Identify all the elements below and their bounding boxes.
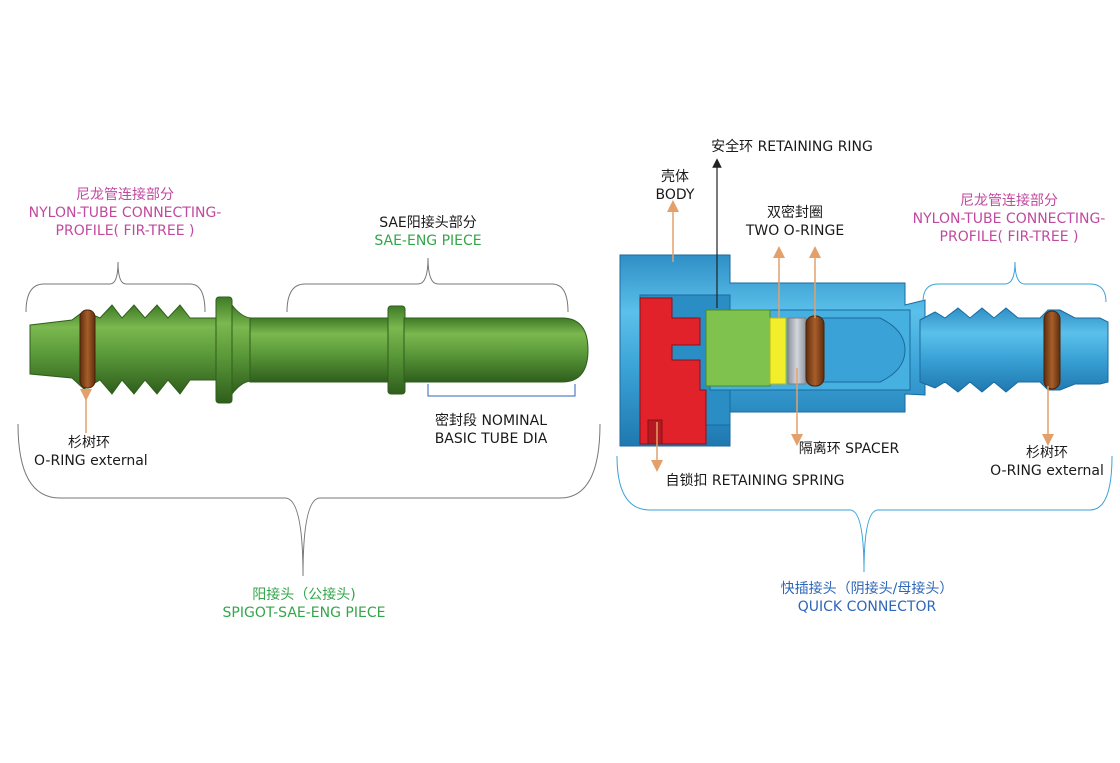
spigot-part (29, 296, 589, 404)
left-firtree-cn: 尼龙管连接部分 (76, 187, 174, 203)
quick-connector-en: QUICK CONNECTOR (797, 599, 937, 615)
right-oring-en: O-RING external (990, 463, 1104, 479)
right-brackets (616, 261, 1113, 573)
left-oring-cn: 杉树环 (68, 435, 110, 451)
retaining-spring-label: 自锁扣 RETAINING SPRING (665, 473, 845, 489)
quick-connector-cn: 快插接头（阴接头/母接头） (780, 581, 954, 597)
body-en: BODY (655, 187, 695, 203)
seal-label: 密封段 NOMINAL BASIC TUBE DIA (416, 412, 566, 448)
left-oring-label: 杉树环 O-RING external (30, 434, 170, 470)
seal-l1: 密封段 NOMINAL (435, 413, 547, 429)
two-oring-label: 双密封圈 TWO O-RINGE (732, 204, 858, 240)
right-firtree-cn: 尼龙管连接部分 (960, 193, 1058, 209)
right-oring-shape (1043, 310, 1061, 390)
sae-piece-en: SAE-ENG PIECE (374, 233, 482, 249)
body-cn: 壳体 (661, 169, 689, 185)
left-firtree-en1: NYLON-TUBE CONNECTING- (28, 205, 222, 221)
yellow-ring (769, 317, 787, 385)
quick-connector-part (619, 254, 1109, 447)
right-firtree-label: 尼龙管连接部分 NYLON-TUBE CONNECTING- PROFILE( … (898, 192, 1120, 246)
sae-piece-cn: SAE阳接头部分 (379, 215, 477, 231)
left-oring-en: O-RING external (34, 453, 148, 469)
quick-connector-group-label: 快插接头（阴接头/母接头） QUICK CONNECTOR (752, 580, 982, 616)
right-oring-cn: 杉树环 (1026, 445, 1068, 461)
right-firtree-en2: PROFILE( FIR-TREE ) (939, 229, 1079, 245)
right-firtree-en1: NYLON-TUBE CONNECTING- (912, 211, 1106, 227)
left-firtree-en2: PROFILE( FIR-TREE ) (55, 223, 195, 239)
two-oring-cn: 双密封圈 (767, 205, 823, 221)
left-firtree-label: 尼龙管连接部分 NYLON-TUBE CONNECTING- PROFILE( … (15, 186, 235, 240)
spigot-group-label: 阳接头（公接头) SPIGOT-SAE-ENG PIECE (194, 586, 414, 622)
green-insert (705, 309, 771, 387)
two-oring-en: TWO O-RINGE (745, 223, 845, 239)
seal-l2: BASIC TUBE DIA (434, 431, 548, 447)
spigot-group-en: SPIGOT-SAE-ENG PIECE (222, 605, 386, 621)
spacer-label: 隔离环 SPACER (798, 441, 900, 457)
sae-piece-label: SAE阳接头部分 SAE-ENG PIECE (338, 214, 518, 250)
spigot-group-cn: 阳接头（公接头) (252, 587, 356, 603)
left-oring-shape (79, 309, 96, 389)
left-brackets (17, 257, 601, 577)
right-pointers (651, 158, 1054, 472)
connector-oring-shape (805, 315, 825, 387)
body-label: 壳体 BODY (640, 168, 710, 204)
retaining-ring-label: 安全环 RETAINING RING (711, 139, 873, 155)
right-oring-label: 杉树环 O-RING external (984, 444, 1110, 480)
retaining-spring-shape (639, 297, 707, 445)
